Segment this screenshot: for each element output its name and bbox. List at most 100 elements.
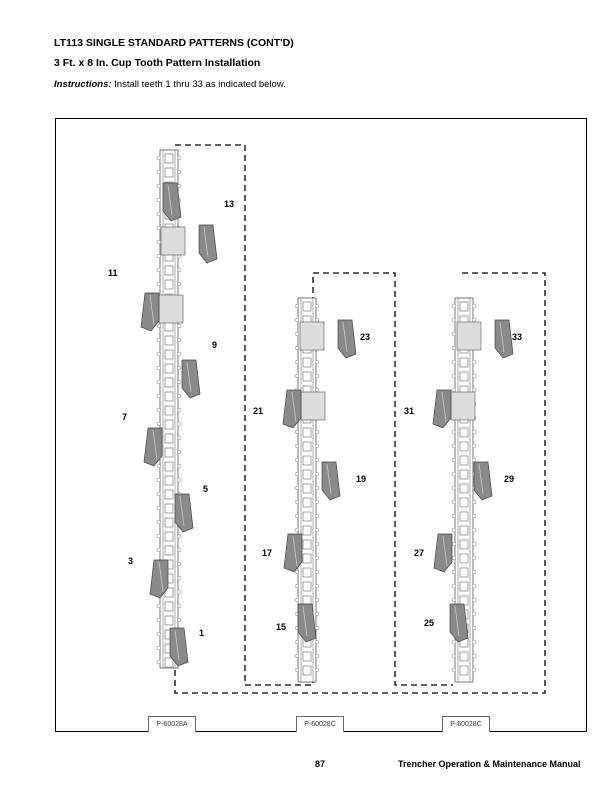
chain-link xyxy=(164,391,174,402)
tooth-edge xyxy=(186,361,192,393)
chain-link xyxy=(302,371,312,382)
chain-link xyxy=(459,469,469,480)
chain-pin xyxy=(471,373,477,379)
chain-pin xyxy=(294,583,300,589)
chain-pin xyxy=(314,429,320,435)
chain-pin xyxy=(176,617,182,623)
chain-pin xyxy=(314,499,320,505)
chain-pin xyxy=(176,575,182,581)
chain-pin xyxy=(451,345,457,351)
chain-pin xyxy=(294,639,300,645)
chain-pin xyxy=(156,323,162,329)
tooth-edge xyxy=(167,184,173,216)
chain-pin xyxy=(156,365,162,371)
chain-pin xyxy=(314,597,320,603)
chain-link xyxy=(164,279,174,290)
tooth-label: 15 xyxy=(276,622,286,632)
tooth-edge xyxy=(441,391,447,423)
chain-pin xyxy=(176,561,182,567)
cup-tooth xyxy=(473,461,493,501)
chain-link xyxy=(164,405,174,416)
chain-pin xyxy=(294,373,300,379)
chain-pin xyxy=(451,471,457,477)
chain-link xyxy=(164,265,174,276)
chain-link xyxy=(302,539,312,550)
chain-pin xyxy=(314,625,320,631)
chain-pin xyxy=(156,239,162,245)
chain-pin xyxy=(156,225,162,231)
tooth-label: 7 xyxy=(122,412,127,422)
chain-pin xyxy=(156,505,162,511)
chain-pin xyxy=(451,457,457,463)
chain-pin xyxy=(176,379,182,385)
page-number: 87 xyxy=(315,759,326,769)
chain-link xyxy=(459,483,469,494)
tooth-bracket xyxy=(456,321,482,351)
chain-link xyxy=(302,427,312,438)
chain-link xyxy=(459,553,469,564)
chain-pin xyxy=(156,477,162,483)
part-number-c: P-60028C xyxy=(442,716,490,732)
chain-pin xyxy=(471,499,477,505)
instructions: Instructions: Install teeth 1 thru 33 as… xyxy=(54,79,286,90)
chain-pin xyxy=(176,421,182,427)
tooth-label: 3 xyxy=(128,556,133,566)
chain-pin xyxy=(176,323,182,329)
chain-link xyxy=(164,321,174,332)
chain-pin xyxy=(471,611,477,617)
chain-link xyxy=(459,371,469,382)
chain-pin xyxy=(294,345,300,351)
chain-pin xyxy=(314,639,320,645)
chain-pin xyxy=(471,583,477,589)
chain-pin xyxy=(156,197,162,203)
chain-pin xyxy=(451,485,457,491)
cup-tooth xyxy=(140,292,160,332)
chain-link xyxy=(302,301,312,312)
chain-pin xyxy=(451,317,457,323)
chain-pin xyxy=(156,169,162,175)
chain-pin xyxy=(156,645,162,651)
chain-link xyxy=(164,153,174,164)
tooth-label: 19 xyxy=(356,474,366,484)
chain-pin xyxy=(314,373,320,379)
chain-pin xyxy=(471,555,477,561)
tooth-edge xyxy=(179,495,185,527)
tooth-edge xyxy=(499,321,505,353)
cup-tooth xyxy=(174,493,194,533)
chain-link xyxy=(459,525,469,536)
chain-link xyxy=(459,665,469,676)
chain-pin xyxy=(156,253,162,259)
chain-pin xyxy=(294,485,300,491)
chain-pin xyxy=(294,513,300,519)
tooth-edge xyxy=(149,294,155,326)
chain-pin xyxy=(176,365,182,371)
tooth-label: 1 xyxy=(199,628,204,638)
tooth-edge xyxy=(342,321,348,353)
chain-link xyxy=(302,483,312,494)
tooth-label: 13 xyxy=(224,199,234,209)
chain-link xyxy=(302,511,312,522)
chain-pin xyxy=(176,337,182,343)
cup-tooth xyxy=(449,603,469,643)
tooth-bracket xyxy=(160,226,186,256)
chain-link xyxy=(164,489,174,500)
chain-pin xyxy=(451,555,457,561)
chain-link xyxy=(164,615,174,626)
chain-pin xyxy=(471,667,477,673)
chain-pin xyxy=(156,533,162,539)
chain-pin xyxy=(451,513,457,519)
cup-tooth xyxy=(198,224,218,264)
chain-link xyxy=(459,427,469,438)
chain-pin xyxy=(294,429,300,435)
chain-pin xyxy=(314,443,320,449)
chain-pin xyxy=(156,547,162,553)
chain-pin xyxy=(314,653,320,659)
chain-pin xyxy=(314,583,320,589)
chain-pin xyxy=(451,499,457,505)
chain-pin xyxy=(176,435,182,441)
chain-pin xyxy=(294,457,300,463)
cup-tooth xyxy=(282,389,302,429)
chain-pin xyxy=(471,303,477,309)
chain-pin xyxy=(176,603,182,609)
chain-pin xyxy=(471,541,477,547)
